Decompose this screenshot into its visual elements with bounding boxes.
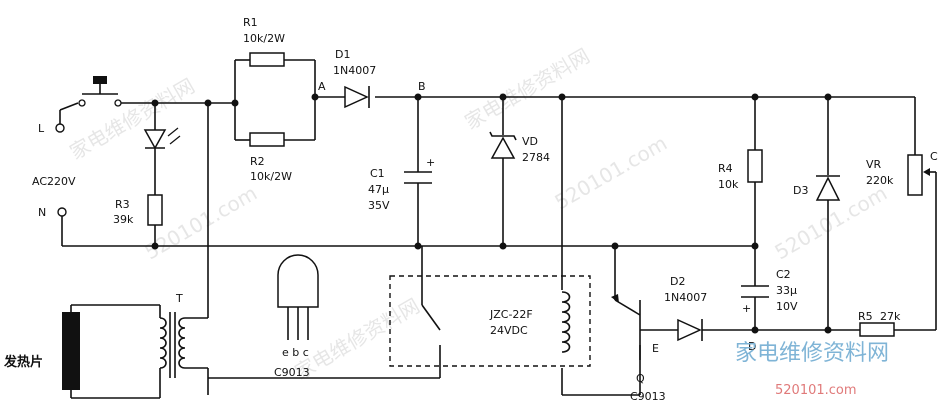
label-c1-plus: +	[426, 156, 435, 169]
label-r1: R1	[243, 16, 258, 29]
label-relay-model: JZC-22F	[489, 308, 533, 321]
label-node-d: D	[748, 340, 756, 353]
watermark-layer: 家电维修资料网 家电维修资料网 家电维修资料网 520101.com 52010…	[66, 44, 892, 385]
label-d2-value: 1N4007	[664, 291, 707, 304]
label-l: L	[38, 122, 45, 135]
relay-jzc-22f: JZC-22F 24VDC	[389, 275, 591, 367]
label-r5-value: 27k	[880, 310, 901, 323]
transistor-package: e b c C9013	[274, 254, 319, 379]
watermark-site-url: 520101.com	[771, 181, 892, 264]
label-d2: D2	[670, 275, 685, 288]
label-c1-value: 47μ	[368, 183, 389, 196]
label-q-value: C9013	[630, 390, 666, 403]
label-d1-value: 1N4007	[333, 64, 376, 77]
resistor-r3: R3 39k	[113, 194, 163, 246]
relay-coil-wiring	[561, 97, 640, 396]
junction-dots	[151, 93, 832, 334]
indicator-led	[143, 103, 181, 195]
label-relay-voltage: 24VDC	[490, 324, 528, 337]
label-vr-value: 220k	[866, 174, 894, 187]
label-q: Q	[636, 372, 645, 385]
label-transistor-name: C9013	[274, 366, 310, 379]
label-node-b: B	[418, 80, 426, 93]
label-r2-value: 10k/2W	[250, 170, 292, 183]
label-c1-voltage: 35V	[368, 199, 390, 212]
label-node-a: A	[318, 80, 326, 93]
label-node-e: E	[652, 342, 659, 355]
label-vd: VD	[522, 135, 538, 148]
diode-d2: D2 1N4007 D	[664, 275, 756, 353]
label-r3-value: 39k	[113, 213, 134, 226]
resistor-r4: R4 10k	[718, 97, 763, 246]
label-transformer: T	[175, 292, 183, 305]
label-r3: R3	[115, 198, 130, 211]
diode-d1: D1 1N4007 A	[318, 48, 376, 109]
l-terminal: L	[38, 102, 79, 135]
transistor-q: E Q C9013	[611, 246, 678, 403]
label-c2: C2	[776, 268, 791, 281]
label-c2-value: 33μ	[776, 284, 797, 297]
brand-watermark: 家电维修资料网 520101.com	[735, 341, 889, 398]
label-r4: R4	[718, 162, 733, 175]
resistor-r5: R5 27k	[755, 171, 937, 337]
label-n: N	[38, 206, 46, 219]
heater-element: 发热片	[3, 304, 161, 399]
n-terminal: N	[38, 206, 67, 246]
label-transistor-pins: e b c	[282, 346, 309, 359]
resistor-r2: R2 10k/2W	[235, 132, 315, 183]
push-switch	[78, 76, 122, 107]
watermark-site-url: 520101.com	[551, 131, 672, 214]
zener-vd: VD 2784	[489, 97, 550, 246]
capacitor-c1: + C1 47μ 35V	[368, 97, 435, 246]
watermark-site-cn: 家电维修资料网	[461, 44, 594, 135]
label-d3: D3	[793, 184, 808, 197]
relay-contact	[208, 246, 441, 379]
label-r2: R2	[250, 155, 265, 168]
label-r5: R5	[858, 310, 873, 323]
transformer-t: T	[159, 292, 209, 378]
label-c1: C1	[370, 167, 385, 180]
brand-site-cn: 家电维修资料网	[735, 341, 889, 366]
label-ac220v: AC220V	[32, 175, 76, 188]
label-r4-value: 10k	[718, 178, 739, 191]
watermark-site-cn: 家电维修资料网	[66, 74, 199, 165]
label-vd-value: 2784	[522, 151, 550, 164]
label-heater: 发热片	[3, 354, 43, 370]
capacitor-c2: + C2 33μ 10V	[741, 246, 798, 330]
brand-site-url: 520101.com	[775, 383, 857, 398]
potentiometer-vr: VR 220k C	[866, 97, 938, 196]
label-d1: D1	[335, 48, 350, 61]
label-r1-value: 10k/2W	[243, 32, 285, 45]
resistor-r1: R1 10k/2W	[234, 16, 316, 140]
label-node-c: C	[930, 150, 938, 163]
diode-d3: D3	[793, 97, 841, 330]
label-c2-voltage: 10V	[776, 300, 798, 313]
label-vr: VR	[866, 158, 882, 171]
label-c2-plus: +	[742, 302, 751, 315]
